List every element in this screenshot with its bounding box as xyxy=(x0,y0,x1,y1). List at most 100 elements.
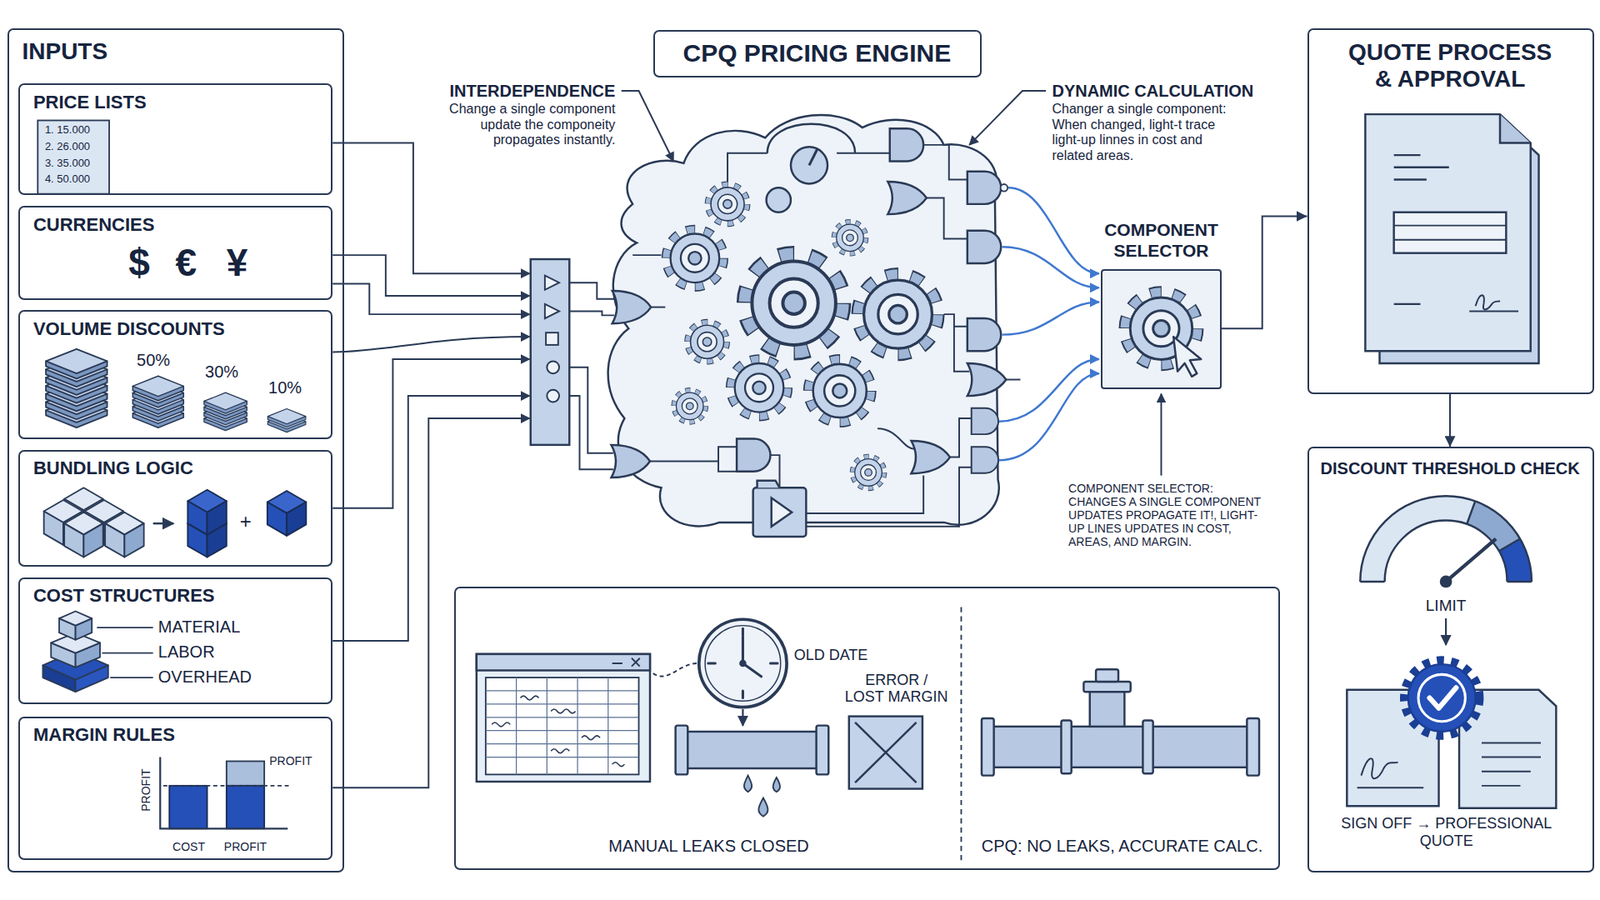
bundle-cubes xyxy=(44,487,307,557)
text-slot: 4. 50.000 xyxy=(45,173,109,186)
node-heading: MARGIN RULES xyxy=(33,724,320,745)
price-row: 4. 50.000 xyxy=(45,173,109,186)
text-slot: QUOTE PROCESS & APPROVAL xyxy=(1309,39,1592,93)
cost-label: OVERHEAD xyxy=(158,667,312,687)
text-slot: LIMIT xyxy=(1405,596,1487,615)
text-slot: MATERIAL xyxy=(158,617,312,637)
issue-label: ERROR / LOST MARGIN xyxy=(844,671,950,706)
text-slot: PROFIT xyxy=(269,754,327,768)
text-slot: 30% xyxy=(205,362,251,382)
discount-percent: 50% xyxy=(136,350,183,370)
text-slot: MARGIN RULES xyxy=(33,724,320,745)
text-slot: OLD DATE xyxy=(794,646,886,665)
node-heading: INPUTS xyxy=(21,38,328,65)
node-heading: DISCOUNT THRESHOLD CHECK xyxy=(1309,459,1592,479)
flow-arrow xyxy=(1449,394,1451,448)
selector-box xyxy=(1100,269,1221,389)
node-heading: BUNDLING LOGIC xyxy=(33,457,320,479)
text-slot: OVERHEAD xyxy=(158,667,312,687)
input-card: BUNDLING LOGIC xyxy=(18,450,333,567)
text-slot: COST xyxy=(166,840,212,854)
text-slot: CURRENCIES xyxy=(33,214,320,235)
text-slot: 50% xyxy=(136,350,183,370)
currency-symbol: € xyxy=(175,240,217,285)
text-slot: Changer a single component: When changed… xyxy=(1051,101,1235,164)
text-slot: DISCOUNT THRESHOLD CHECK xyxy=(1309,459,1592,479)
margin-chart xyxy=(160,757,291,830)
gauge-label: LIMIT xyxy=(1405,596,1487,615)
node-heading: COMPONENT SELECTOR xyxy=(1087,220,1235,260)
plus-sign: + xyxy=(240,510,260,534)
quote-document xyxy=(1365,114,1539,364)
text-slot: MANUAL LEAKS CLOSED xyxy=(545,836,873,856)
node-heading: MANUAL LEAKS CLOSED xyxy=(545,836,873,856)
input-card: VOLUME DISCOUNTS xyxy=(18,310,333,439)
callout-text: Change a single component update the com… xyxy=(431,101,615,148)
price-row: 1. 15.000 xyxy=(45,124,109,137)
engine xyxy=(569,115,1020,537)
text-slot: BUNDLING LOGIC xyxy=(33,457,320,479)
quote-panel: QUOTE PROCESS & APPROVAL xyxy=(1307,28,1595,394)
text-slot: Change a single component update the com… xyxy=(431,101,615,148)
currency-symbol: ¥ xyxy=(226,240,268,285)
cost-label: MATERIAL xyxy=(158,617,312,637)
text-slot: 10% xyxy=(268,378,315,398)
text-slot: PRICE LISTS xyxy=(33,91,320,113)
node-heading: PRICE LISTS xyxy=(33,91,320,113)
text-slot: 1. 15.000 xyxy=(45,124,109,137)
flow-arrow xyxy=(1221,216,1308,330)
connector-group xyxy=(1221,216,1450,448)
price-row: 3. 35.000 xyxy=(45,157,109,170)
threshold-gauge xyxy=(1360,495,1532,645)
text-slot: INTERDEPENDENCE xyxy=(431,81,615,101)
price-row: 2. 26.000 xyxy=(45,140,109,154)
selector-wires xyxy=(999,187,1100,460)
text-slot: ¥ xyxy=(226,240,268,285)
discount-percent: 30% xyxy=(205,362,251,382)
input-bus xyxy=(530,259,570,445)
price-list-sheet xyxy=(37,120,110,194)
discount-percent: 10% xyxy=(268,378,315,398)
text-slot: VOLUME DISCOUNTS xyxy=(33,318,320,340)
text-slot: INPUTS xyxy=(21,38,328,65)
callout-text: Changer a single component: When changed… xyxy=(1051,101,1235,164)
text-slot: COMPONENT SELECTOR: CHANGES A SINGLE COM… xyxy=(1068,481,1269,549)
input-card: CURRENCIES xyxy=(18,205,333,300)
threshold-panel: DISCOUNT THRESHOLD CHECK xyxy=(1307,446,1595,873)
node-heading: COST STRUCTURES xyxy=(33,585,320,606)
text-slot: PROFIT xyxy=(217,840,274,854)
text-slot: € xyxy=(175,240,217,285)
node-heading: VOLUME DISCOUNTS xyxy=(33,318,320,340)
text-slot: CPQ: NO LEAKS, ACCURATE CALC. xyxy=(959,836,1286,856)
text-slot: $ xyxy=(128,240,170,285)
bar-label: PROFIT xyxy=(217,840,274,854)
text-slot: DYNAMIC CALCULATION xyxy=(1051,81,1271,101)
selector-icon xyxy=(1100,269,1221,389)
engine-title-box: CPQ PRICING ENGINE xyxy=(653,30,982,79)
cost-blocks xyxy=(42,610,153,692)
cost-label: LABOR xyxy=(158,642,312,662)
node-text: CPQ: NO LEAKS, ACCURATE CALC. xyxy=(959,836,1286,856)
text-slot: COST STRUCTURES xyxy=(33,585,320,606)
text-slot: SIGN OFF → PROFESSIONAL QUOTE xyxy=(1325,815,1568,850)
engine-cloud xyxy=(608,115,1000,526)
text-slot: 3. 35.000 xyxy=(45,157,109,170)
signed-documents xyxy=(1346,660,1556,809)
comparison-panel: MANUAL LEAKS CLOSEDCPQ: NO LEAKS, ACCURA… xyxy=(454,586,1280,870)
callout-text: COMPONENT SELECTOR: CHANGES A SINGLE COM… xyxy=(1068,481,1269,549)
node-heading: QUOTE PROCESS & APPROVAL xyxy=(1340,39,1560,93)
manual-process xyxy=(476,619,923,816)
chart-label: PROFIT xyxy=(269,754,327,768)
bar-label: COST xyxy=(166,840,212,854)
callout-heading: DYNAMIC CALCULATION xyxy=(1051,81,1271,101)
issue-label: OLD DATE xyxy=(794,646,886,665)
input-card: MARGIN RULES xyxy=(18,716,333,861)
text-slot: CPQ PRICING ENGINE xyxy=(655,39,980,69)
text-slot: LABOR xyxy=(158,642,312,662)
discount-stacks xyxy=(45,349,306,433)
text-slot: 2. 26.000 xyxy=(45,140,109,154)
node-heading: CPQ PRICING ENGINE xyxy=(655,39,980,69)
component-selector: COMPONENT SELECTOR xyxy=(1087,218,1235,389)
